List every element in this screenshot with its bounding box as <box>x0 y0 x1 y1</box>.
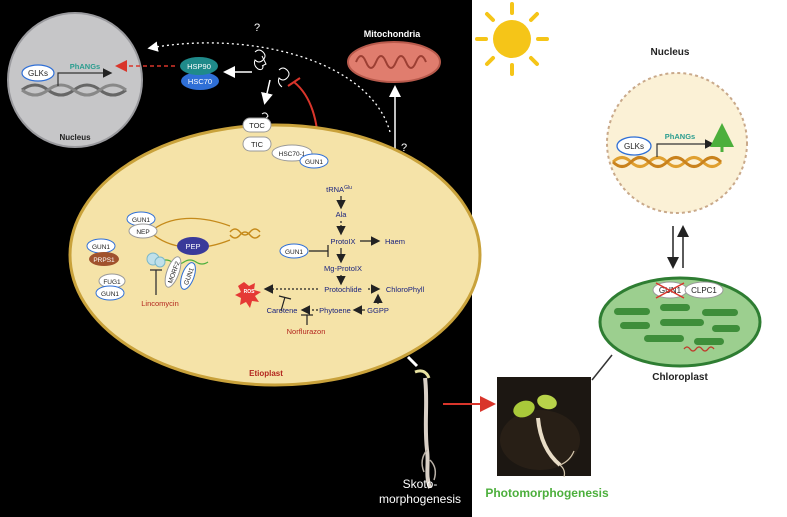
gun1-fug1-node <box>95 285 125 301</box>
carotene-label: Carotene <box>267 306 298 315</box>
mitochondria-label: Mitochondria <box>364 29 421 39</box>
import-machinery: TOC TIC HSC70-1 GUN1 <box>242 117 329 169</box>
sun-icon <box>475 2 549 76</box>
gun1-prps1-label: GUN1 <box>92 244 110 251</box>
question-mark-mid: ? <box>401 142 407 154</box>
gun1-morf2-node <box>180 262 196 290</box>
chloroplast: GUN1 CLPC1 <box>598 276 762 368</box>
hsc70-node <box>181 72 219 90</box>
haem-label: Haem <box>385 237 405 246</box>
norflurazon-label: Norflurazon <box>287 327 326 336</box>
phangs-label-left: PhANGs <box>70 62 100 71</box>
right-nucleus-label: Nucleus <box>651 47 690 58</box>
left-nucleus-label: Nucleus <box>59 133 91 142</box>
phangs-label-right: PhANGs <box>665 132 695 141</box>
toc-node <box>242 117 272 133</box>
right-nucleus: GLKs PhANGs <box>606 72 748 214</box>
chaperone-complex: HSC70 HSP90 <box>180 57 219 90</box>
plastid-gene-expression: GUN1 NEP PEP GUN1 PRPS1 MORF2 GUN1 FUG1 … <box>86 211 261 308</box>
morf2-node <box>164 256 182 288</box>
hsc70-1-label: HSC70-1 <box>279 151 306 158</box>
glks-node-right <box>616 136 652 156</box>
gun1-pathway-node <box>279 243 309 259</box>
glks-node-left <box>21 64 55 82</box>
prps1-node <box>89 252 119 266</box>
photo-connector <box>591 354 613 381</box>
gun1-import-node <box>299 153 329 169</box>
gun1-fug1-label: GUN1 <box>101 291 119 298</box>
ala-label: Ala <box>336 210 348 219</box>
toc-label: TOC <box>249 121 265 130</box>
protochlide-label: Protochlide <box>324 285 362 294</box>
pep-label: PEP <box>185 242 200 251</box>
ros-burst <box>235 282 261 308</box>
gun1-import-label: GUN1 <box>305 159 323 166</box>
nep-node <box>128 223 158 239</box>
hsp90-label: HSP90 <box>187 62 211 71</box>
ggpp-label: GGPP <box>367 306 389 315</box>
fug1-label: FUG1 <box>103 279 121 286</box>
hsc70-label: HSC70 <box>188 77 212 86</box>
pep-node <box>177 237 209 255</box>
gun1-pathway-label: GUN1 <box>285 249 303 256</box>
clpc1-label: CLPC1 <box>691 286 717 295</box>
question-mark-top: ? <box>254 22 260 34</box>
mg-protoix-label: Mg-ProtoIX <box>324 264 362 273</box>
ros-label: ROS <box>244 289 256 295</box>
phytoene-label: Phytoene <box>319 306 351 315</box>
skoto-label-line2: morphogenesis <box>379 492 461 506</box>
hsp90-node <box>180 57 218 75</box>
trna-label: tRNAGlu <box>326 185 352 194</box>
tic-node <box>242 136 272 152</box>
etioplast-pointer <box>406 355 419 368</box>
etioplast <box>68 123 482 387</box>
skoto-label-line1: Skoto- <box>403 477 438 491</box>
lincomycin-label: Lincomycin <box>141 299 179 308</box>
etioplast-label: Etioplast <box>249 369 283 378</box>
gun1-nep-label: GUN1 <box>132 217 150 224</box>
mitochondria: Mitochondria <box>347 29 441 83</box>
left-nucleus: GLKs PhANGs Nucleus <box>7 12 143 148</box>
nep-label: NEP <box>136 229 149 236</box>
chloroplast-label: Chloroplast <box>652 372 708 383</box>
tic-label: TIC <box>251 140 264 149</box>
etiolated-seedling <box>414 369 437 489</box>
glks-label-left: GLKs <box>28 69 48 78</box>
protoix-label: ProtoIX <box>330 237 355 246</box>
glks-label-right: GLKs <box>624 142 644 151</box>
tetrapyrrole-pathway: tRNAGlu Ala ProtoIX Haem GUN1 Mg-ProtoIX… <box>235 185 425 336</box>
photomorphogenesis-label: Photomorphogenesis <box>485 486 609 500</box>
chlorophyll-label: ChloroPhyll <box>386 285 425 294</box>
clpc1-node <box>684 281 724 299</box>
prps1-label: PRPS1 <box>93 257 115 264</box>
de-etiolated-seedling-photo <box>497 377 591 478</box>
